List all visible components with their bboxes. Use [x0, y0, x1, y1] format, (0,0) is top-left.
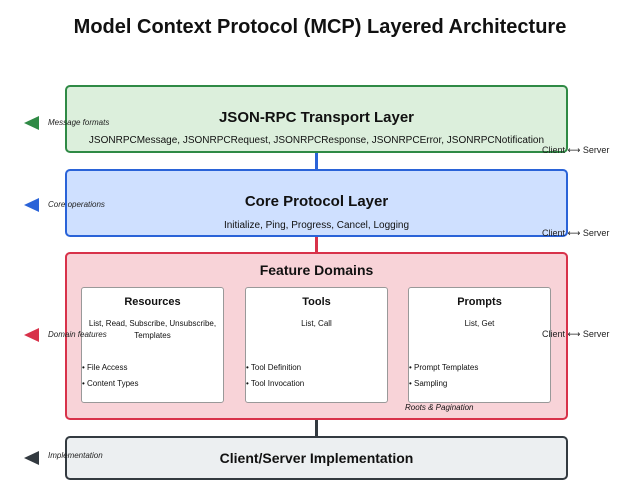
page-title: Model Context Protocol (MCP) Layered Arc…	[73, 16, 567, 38]
card-operations: List, Call	[301, 319, 332, 328]
feature-flow-label: Client ⟷ Server	[542, 329, 610, 339]
card-bullet: • Sampling	[409, 379, 448, 388]
card-title: Tools	[302, 296, 331, 308]
core-side-label: Core operations	[48, 200, 105, 209]
prompts-card: Prompts List, Get • Prompt Templates • S…	[408, 287, 551, 403]
impl-layer-title: Client/Server Implementation	[219, 450, 414, 466]
impl-side-label: Implementation	[48, 451, 103, 460]
card-bullet: • Prompt Templates	[409, 363, 479, 372]
core-layer-subtitle: Initialize, Ping, Progress, Cancel, Logg…	[223, 220, 410, 231]
card-operations: List, Read, Subscribe, Unsubscribe, Temp…	[88, 319, 217, 340]
roots-pagination-note: Roots & Pagination	[405, 403, 474, 412]
card-bullet: • File Access	[82, 363, 128, 372]
card-bullet: • Content Types	[82, 379, 139, 388]
card-bullet: • Tool Invocation	[246, 379, 305, 388]
impl-arrow-icon	[24, 451, 39, 465]
transport-layer-subtitle: JSONRPCMessage, JSONRPCRequest, JSONRPCR…	[88, 135, 545, 146]
card-operations: List, Get	[464, 319, 495, 328]
connector-transport-core	[315, 153, 318, 169]
connector-core-feature	[315, 237, 318, 252]
transport-flow-label: Client ⟷ Server	[542, 145, 610, 155]
impl-layer-box: Client/Server Implementation	[65, 436, 568, 480]
feature-arrow-icon	[24, 328, 39, 342]
core-arrow-icon	[24, 198, 39, 212]
transport-side-label: Message formats	[48, 118, 110, 127]
resources-card: Resources List, Read, Subscribe, Unsubsc…	[81, 287, 224, 403]
transport-layer-title: JSON-RPC Transport Layer	[218, 109, 415, 126]
card-title: Prompts	[457, 296, 502, 308]
core-layer-box: Core Protocol Layer Initialize, Ping, Pr…	[65, 169, 568, 237]
connector-feature-impl	[315, 420, 318, 436]
transport-arrow-icon	[24, 116, 39, 130]
feature-layer-title: Feature Domains	[259, 262, 374, 278]
feature-side-label: Domain features	[48, 330, 107, 339]
core-layer-title: Core Protocol Layer	[244, 193, 389, 210]
core-flow-label: Client ⟷ Server	[542, 228, 610, 238]
transport-layer-box: JSON-RPC Transport Layer JSONRPCMessage,…	[65, 85, 568, 153]
card-bullet: • Tool Definition	[246, 363, 302, 372]
tools-card: Tools List, Call • Tool Definition • Too…	[245, 287, 388, 403]
card-title: Resources	[124, 296, 181, 308]
